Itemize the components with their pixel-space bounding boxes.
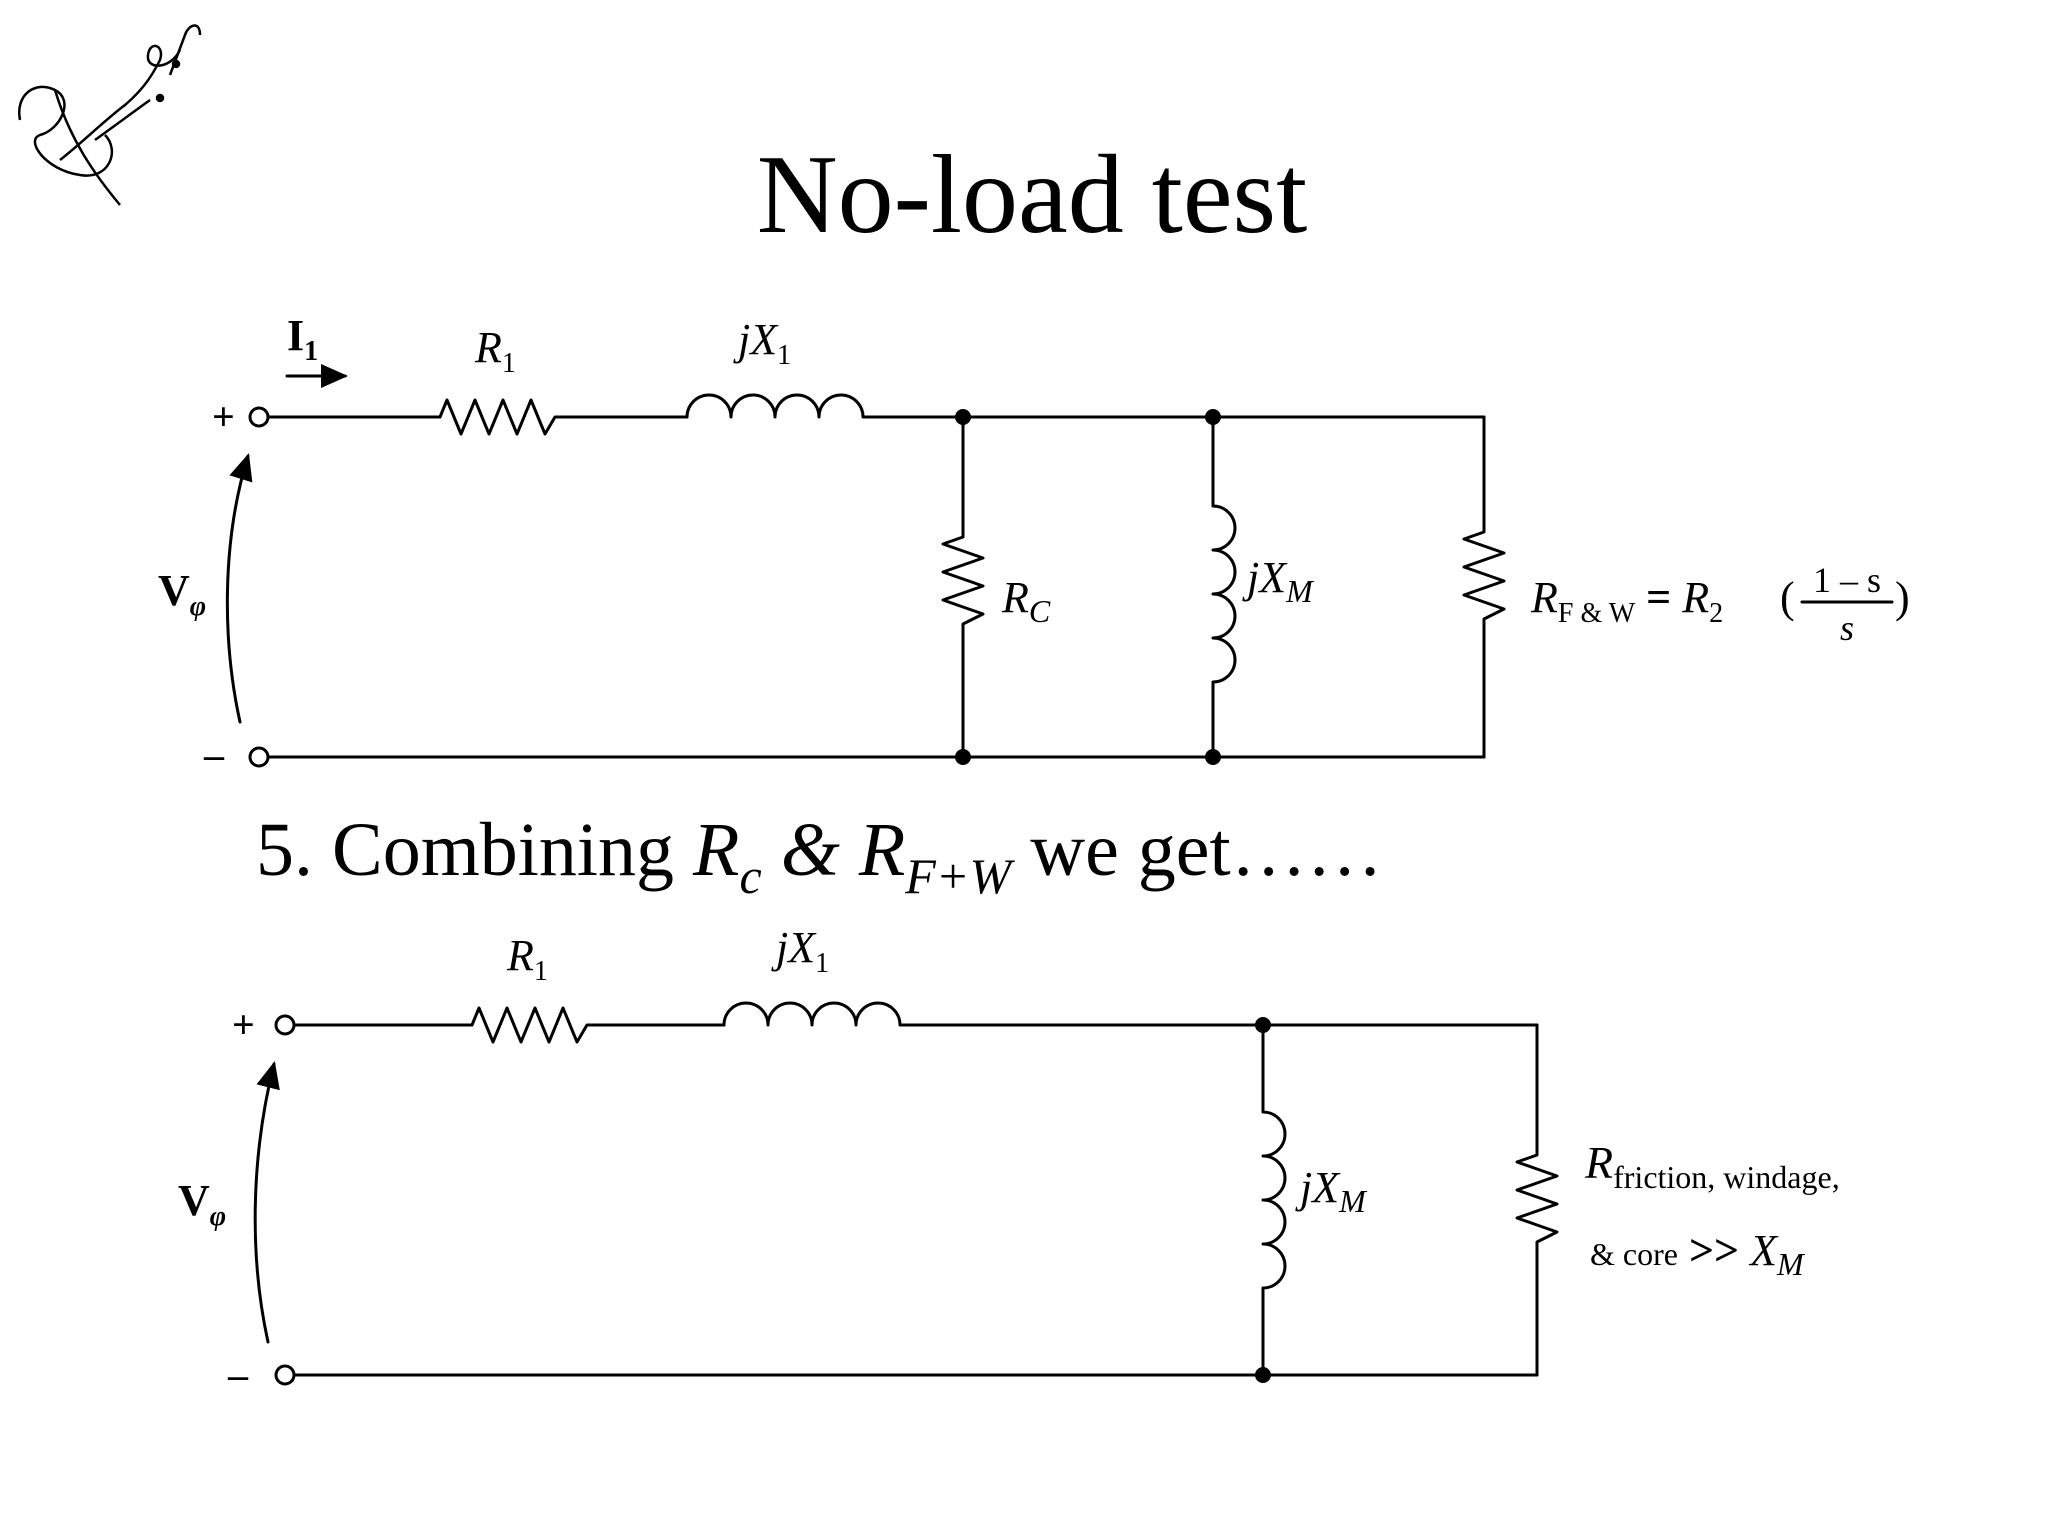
terminal-plus-1: [248, 406, 270, 428]
voltage-label-1: Vφ: [158, 566, 206, 622]
svg-text:Rfriction, windage,: Rfriction, windage,: [1584, 1137, 1840, 1195]
svg-text:(: (: [1780, 573, 1795, 622]
resistor-combined: [1515, 1023, 1559, 1377]
junction-dot: [1255, 1017, 1271, 1033]
inductor-xm-circuit-2: [1261, 1023, 1287, 1377]
svg-text:RF & W = R2: RF & W = R2: [1530, 573, 1723, 629]
junction-dot: [1205, 409, 1221, 425]
junction-dot: [1205, 749, 1221, 765]
plus-sign-2: +: [232, 1002, 255, 1047]
voltage-arrow-icon: [253, 1061, 280, 1344]
inductor-x1-circuit-2: [722, 1001, 1539, 1027]
junction-dot: [955, 749, 971, 765]
inductor-xm-circuit-1: [1211, 415, 1237, 759]
x1-label-1: jX1: [733, 315, 791, 371]
circuit-1-full-equivalent: + – I1 Vφ R1 jX1 RC jXM RF & W = R2 (: [158, 311, 1910, 777]
svg-text:): ): [1895, 573, 1910, 622]
top-wire-1: [266, 398, 689, 436]
rc-label: RC: [1001, 573, 1051, 629]
circuit-2-simplified: + – Vφ R1 jX1 jXM Rfriction, windage, & …: [178, 923, 1840, 1397]
svg-text:& core >> XM: & core >> XM: [1590, 1226, 1806, 1282]
signature-handwritten: [17, 24, 202, 206]
voltage-label-2: Vφ: [178, 1176, 226, 1232]
minus-sign-2: –: [227, 1352, 249, 1397]
resistor-rfw: [1462, 415, 1506, 759]
terminal-plus-2: [274, 1014, 296, 1036]
svg-text:s: s: [1840, 608, 1854, 648]
xm-label-1: jXM: [1242, 553, 1315, 609]
junction-dot: [1255, 1367, 1271, 1383]
voltage-arrow-icon: [225, 453, 253, 724]
minus-sign-1: –: [203, 732, 225, 777]
terminal-minus-2: [274, 1364, 296, 1386]
svg-text:1 – s: 1 – s: [1813, 560, 1881, 600]
plus-sign-1: +: [212, 394, 235, 439]
step-text: 5. Combining Rc & RF+W we get……: [256, 808, 1383, 904]
x1-label-2: jX1: [771, 923, 829, 979]
inductor-x1-circuit-1: [685, 393, 1486, 419]
terminal-minus-1: [248, 746, 270, 768]
r1-label-1: R1: [474, 323, 516, 379]
combined-resistor-label: Rfriction, windage, & core >> XM: [1584, 1137, 1840, 1282]
xm-label-2: jXM: [1295, 1163, 1368, 1219]
r1-label-2: R1: [506, 931, 548, 987]
junction-dot: [955, 409, 971, 425]
resistor-rc: [941, 415, 985, 759]
page-title: No-load test: [757, 133, 1308, 257]
current-label: I1: [287, 311, 318, 367]
rfw-formula: RF & W = R2 ( 1 – s s ): [1530, 560, 1910, 648]
top-wire-2: [292, 1006, 726, 1044]
